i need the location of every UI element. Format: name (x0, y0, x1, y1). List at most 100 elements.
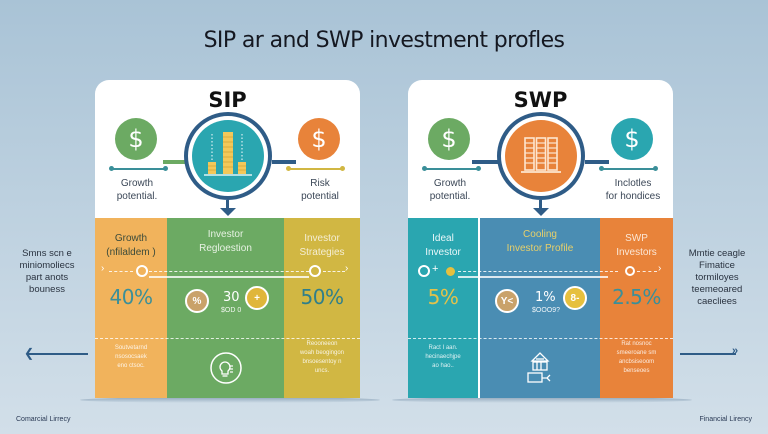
cooling-number: 1% (535, 290, 556, 305)
desc-line: ao hao.. (432, 363, 454, 369)
right-arrow-line (680, 353, 736, 355)
label-line: potential. (116, 191, 158, 202)
heading-line: Growth (114, 233, 148, 244)
left-arrow-icon: ❮ (24, 346, 35, 360)
sip-risk-label: Risk potential (280, 177, 360, 203)
sip-divider-dashed (95, 338, 360, 339)
swp-track-node-active (446, 267, 455, 276)
heading-line: Investor Profile (506, 243, 574, 254)
footer-left-label: Comarcial Lirrecy (16, 416, 71, 423)
column-heading: Ideal Investor (408, 232, 478, 260)
swp-column-cooling-profile: Cooling Investor Profile Y< 1% $OOO9? 8- (480, 218, 600, 398)
sip-track-left (109, 271, 133, 272)
label-line: for hondices (605, 191, 661, 202)
swp-columns: Ideal Investor 5% Ract I aan. hecinaechj… (408, 218, 673, 398)
column-heading: Investor Regloestion (167, 228, 284, 256)
swp-left-connector (472, 160, 500, 164)
swp-left-mini-line (422, 166, 481, 171)
chevron-right-icon: › (101, 263, 105, 274)
desc-line: Rat nosnoc (621, 341, 652, 347)
swp-investors-percentage: 2.5% (612, 285, 661, 309)
strategies-percentage: 50% (300, 285, 344, 309)
sip-track-solid (149, 276, 309, 278)
desc-line: ancbsiseoom (618, 359, 655, 365)
column-description: Rat nosnoc smeeroane sm ancbsiseoom bens… (600, 340, 673, 376)
swp-track-dashed (458, 271, 618, 272)
lightbulb-icon (209, 351, 243, 390)
desc-line: eno ctsoc. (117, 363, 145, 369)
right-margin-line: Fimatice (699, 260, 735, 271)
desc-line: bnsoesentoy n (302, 359, 342, 365)
right-margin-line: caecliees (697, 296, 737, 307)
left-margin-line: miniomoliecs (19, 260, 75, 271)
plus-badge-icon: + (245, 286, 269, 310)
swp-track-node-start (418, 265, 430, 277)
desc-line: smeeroane sm (616, 350, 657, 356)
sip-title: SIP (208, 88, 247, 112)
sip-track-node-end (309, 265, 321, 277)
swp-right-connector (585, 160, 609, 164)
desc-line: uncs. (314, 368, 330, 374)
desc-line: Reooneeon (306, 341, 338, 347)
desc-line: woah beogingon (299, 350, 345, 356)
footer-right-label: Financial Lirency (699, 416, 752, 423)
sip-left-mini-line (109, 166, 168, 171)
sip-track-right (323, 271, 345, 272)
heading-line: Ideal (432, 233, 454, 244)
dollar-coin-icon: $ (115, 118, 157, 160)
desc-line: hecinaechjpe (425, 354, 461, 360)
sip-column-growth: Growth (nfilaldem ) 40% Soutvetarnd nsos… (95, 218, 167, 398)
swp-hub (497, 112, 585, 200)
heading-line: Regloestion (199, 243, 252, 254)
sip-card: SIP $ $ Growth potential. Risk potential (95, 80, 360, 398)
swp-track-right (637, 271, 657, 272)
label-line: potential. (429, 191, 471, 202)
right-margin-note: Mmtie ceagle Fimatice tormiloyes teemeoa… (672, 248, 762, 308)
column-heading: SWP Investors (600, 232, 673, 260)
label-line: Inclotles (614, 178, 652, 189)
growth-percentage: 40% (109, 285, 153, 309)
chevron-right-icon: › (658, 263, 662, 274)
swp-right-mini-line (599, 166, 658, 171)
left-margin-line: Smns scn e (22, 248, 72, 259)
swp-track-solid (458, 276, 608, 278)
swp-column-swp-investors: SWP Investors 2.5% Rat nosnoc smeeroane … (600, 218, 673, 398)
column-heading: Cooling Investor Profile (480, 228, 600, 256)
heading-line: (nfilaldem ) (106, 247, 156, 258)
right-margin-line: Mmtie ceagle (688, 248, 746, 259)
sip-left-connector (163, 160, 187, 164)
swp-card-shadow (392, 397, 692, 403)
cooling-sub: $OOO9? (532, 307, 561, 314)
swp-title: SWP (513, 88, 568, 112)
dollar-coin-icon: $ (428, 118, 470, 160)
sip-right-mini-line (286, 166, 345, 171)
heading-line: Investors (616, 247, 657, 258)
column-description: Ract I aan. hecinaechjpe ao hao.. (408, 344, 478, 371)
left-margin-line: part anots (25, 272, 69, 283)
heading-line: SWP (625, 233, 648, 244)
right-margin-line: tormiloyes (695, 272, 739, 283)
column-heading: Growth (nfilaldem ) (95, 232, 167, 260)
label-line: Risk (310, 178, 330, 189)
right-margin-line: teemeoared (691, 284, 743, 295)
down-arrow-icon (220, 208, 236, 216)
desc-line: nsosocsaek (115, 354, 147, 360)
left-arrow-line (28, 353, 88, 355)
ideal-investor-percentage: 5% (427, 285, 459, 309)
swp-column-ideal-investor: Ideal Investor 5% Ract I aan. hecinaechj… (408, 218, 480, 398)
sip-card-shadow (80, 397, 380, 403)
building-columns-icon (505, 120, 577, 192)
sip-track-node-start (136, 265, 148, 277)
desc-line: Ract I aan. (428, 345, 458, 351)
plus-icon: + (432, 263, 439, 275)
dollar-coin-icon: $ (611, 118, 653, 160)
heading-line: Cooling (523, 229, 557, 240)
swp-divider-dashed (408, 338, 673, 339)
desc-line: Soutvetarnd (114, 345, 148, 351)
desc-line: benseoes (623, 368, 650, 374)
sip-column-investor-regloestion: Investor Regloestion % 30 $OD 0 + (167, 218, 284, 398)
minus-badge-icon: 8- (563, 286, 587, 310)
sip-hub (184, 112, 272, 200)
heading-line: Investor (304, 233, 340, 244)
sip-column-strategies: Investor Strategies 50% Reooneeon woah b… (284, 218, 360, 398)
